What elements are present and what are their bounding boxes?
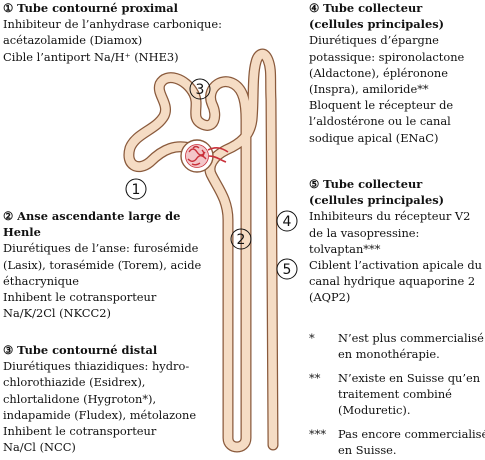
site-marker-2-label: 2 <box>237 232 246 248</box>
site-marker-1-label: 1 <box>132 182 141 198</box>
section-4-line-2: potassique: spironolactone <box>309 49 465 64</box>
section-3-title: ③ Tube contourné distal <box>3 343 158 357</box>
glomerulus-vessel-loops <box>187 145 207 166</box>
site-marker-2-ring <box>230 228 252 250</box>
site-marker-3-label: 3 <box>196 82 205 98</box>
glomerulus <box>180 139 229 173</box>
footnote-2: ** N’existe en Suisse qu’en traitement c… <box>309 370 485 420</box>
section-5-line-4: Ciblent l’activation apicale du <box>309 258 483 273</box>
site-marker-2: 2 <box>230 228 252 250</box>
section-2-line-3: éthacrynique <box>3 273 80 288</box>
site-marker-1: 1 <box>125 178 147 200</box>
footnote-1-line-1: N’est plus commercialisé <box>338 331 484 345</box>
site-marker-3: 3 <box>189 78 211 100</box>
footnote-1-mark: * <box>309 331 315 345</box>
footnote-2-line-3: (Moduretic). <box>338 403 411 418</box>
site-marker-3-ring <box>189 78 211 100</box>
footnote-2-text: N’existe en Suisse qu’en traitement comb… <box>338 370 480 419</box>
footnote-2-mark: ** <box>309 371 321 385</box>
section-4-line-4: (Inspra), amiloride** <box>309 82 429 97</box>
section-2-line-1: Diurétiques de l’anse: furosémide <box>3 241 199 256</box>
section-3-line-1: Diurétiques thiazidiques: hydro- <box>3 359 190 374</box>
site-marker-5-label: 5 <box>283 262 292 278</box>
section-5-collecting-duct: ⑤ Tube collecteur (cellules principales)… <box>309 176 482 306</box>
footnote-2-line-1: N’existe en Suisse qu’en <box>338 371 481 385</box>
section-3-line-5: Inhibent le cotransporteur <box>3 424 157 439</box>
footnote-1-line-2: en monothérapie. <box>338 347 440 362</box>
section-1-line-1: Inhibiteur de l’anhydrase carbonique: <box>3 17 222 32</box>
section-2-line-2: (Lasix), torasémide (Torem), acide <box>3 257 202 272</box>
section-2-title: ② Anse ascendante large de Henle <box>3 209 181 240</box>
site-marker-4-ring <box>276 210 298 232</box>
site-marker-1-ring <box>125 178 147 200</box>
footnote-3-mark: *** <box>309 427 327 441</box>
footnote-3-line-2: en Suisse. <box>338 443 397 458</box>
section-5-title: ⑤ Tube collecteur (cellules principales) <box>309 177 445 208</box>
section-5-line-3: tolvaptan*** <box>309 241 381 256</box>
section-4-line-3: (Aldactone), épléronone <box>309 65 448 80</box>
section-3-line-6: Na/Cl (NCC) <box>3 440 76 455</box>
section-2-line-4: Inhibent le cotransporteur <box>3 290 157 305</box>
section-3-line-2: chlorothiazide (Esidrex), <box>3 375 146 390</box>
section-4-collecting-duct: ④ Tube collecteur (cellules principales)… <box>309 0 479 146</box>
section-5-line-5: canal hydrique aquaporine 2 <box>309 274 476 289</box>
footnote-2-line-2: traitement combiné <box>338 387 452 402</box>
nephron-tubule <box>123 48 279 453</box>
section-4-line-7: sodique apical (ENaC) <box>309 130 439 145</box>
site-marker-5: 5 <box>276 258 298 280</box>
section-1-proximal-tubule: ① Tube contourné proximal Inhibiteur de … <box>3 0 222 65</box>
section-4-line-6: l’aldostérone ou le canal <box>309 114 451 129</box>
footnote-1: * N’est plus commercialisé en monothérap… <box>309 330 485 364</box>
section-4-line-5: Bloquent le récepteur de <box>309 98 454 113</box>
footnote-3-line-1: Pas encore commercialisé <box>338 427 485 441</box>
site-marker-5-ring <box>276 258 298 280</box>
section-4-title: ④ Tube collecteur (cellules principales) <box>309 1 445 32</box>
tubule-fill <box>124 49 278 452</box>
section-5-line-6: (AQP2) <box>309 290 351 305</box>
footnote-3-text: Pas encore commercialisé en Suisse. <box>338 426 485 458</box>
site-marker-4-label: 4 <box>283 214 292 230</box>
section-1-title: ① Tube contourné proximal <box>3 1 178 15</box>
section-3-line-4: indapamide (Fludex), métolazone <box>3 407 197 422</box>
site-markers: 1 2 3 4 5 <box>125 78 298 280</box>
section-1-line-2: acétazolamide (Diamox) <box>3 33 143 48</box>
afferent-efferent-vessels <box>207 147 229 163</box>
site-marker-4: 4 <box>276 210 298 232</box>
section-2-loop-of-henle: ② Anse ascendante large de Henle Diuréti… <box>3 208 201 321</box>
section-3-line-3: chlortalidone (Hygroton*), <box>3 391 157 406</box>
section-2-line-5: Na/K/2Cl (NKCC2) <box>3 306 111 321</box>
section-5-line-2: de la vasopressine: <box>309 225 420 240</box>
section-1-line-3: Cible l’antiport Na/H⁺ (NHE3) <box>3 49 179 64</box>
footnote-3: *** Pas encore commercialisé en Suisse. <box>309 426 485 460</box>
footnote-1-text: N’est plus commercialisé en monothérapie… <box>338 330 484 362</box>
section-4-line-1: Diurétiques d’épargne <box>309 33 439 48</box>
section-5-line-1: Inhibiteurs du récepteur V2 <box>309 209 471 224</box>
section-3-distal-tubule: ③ Tube contourné distal Diurétiques thia… <box>3 342 196 455</box>
